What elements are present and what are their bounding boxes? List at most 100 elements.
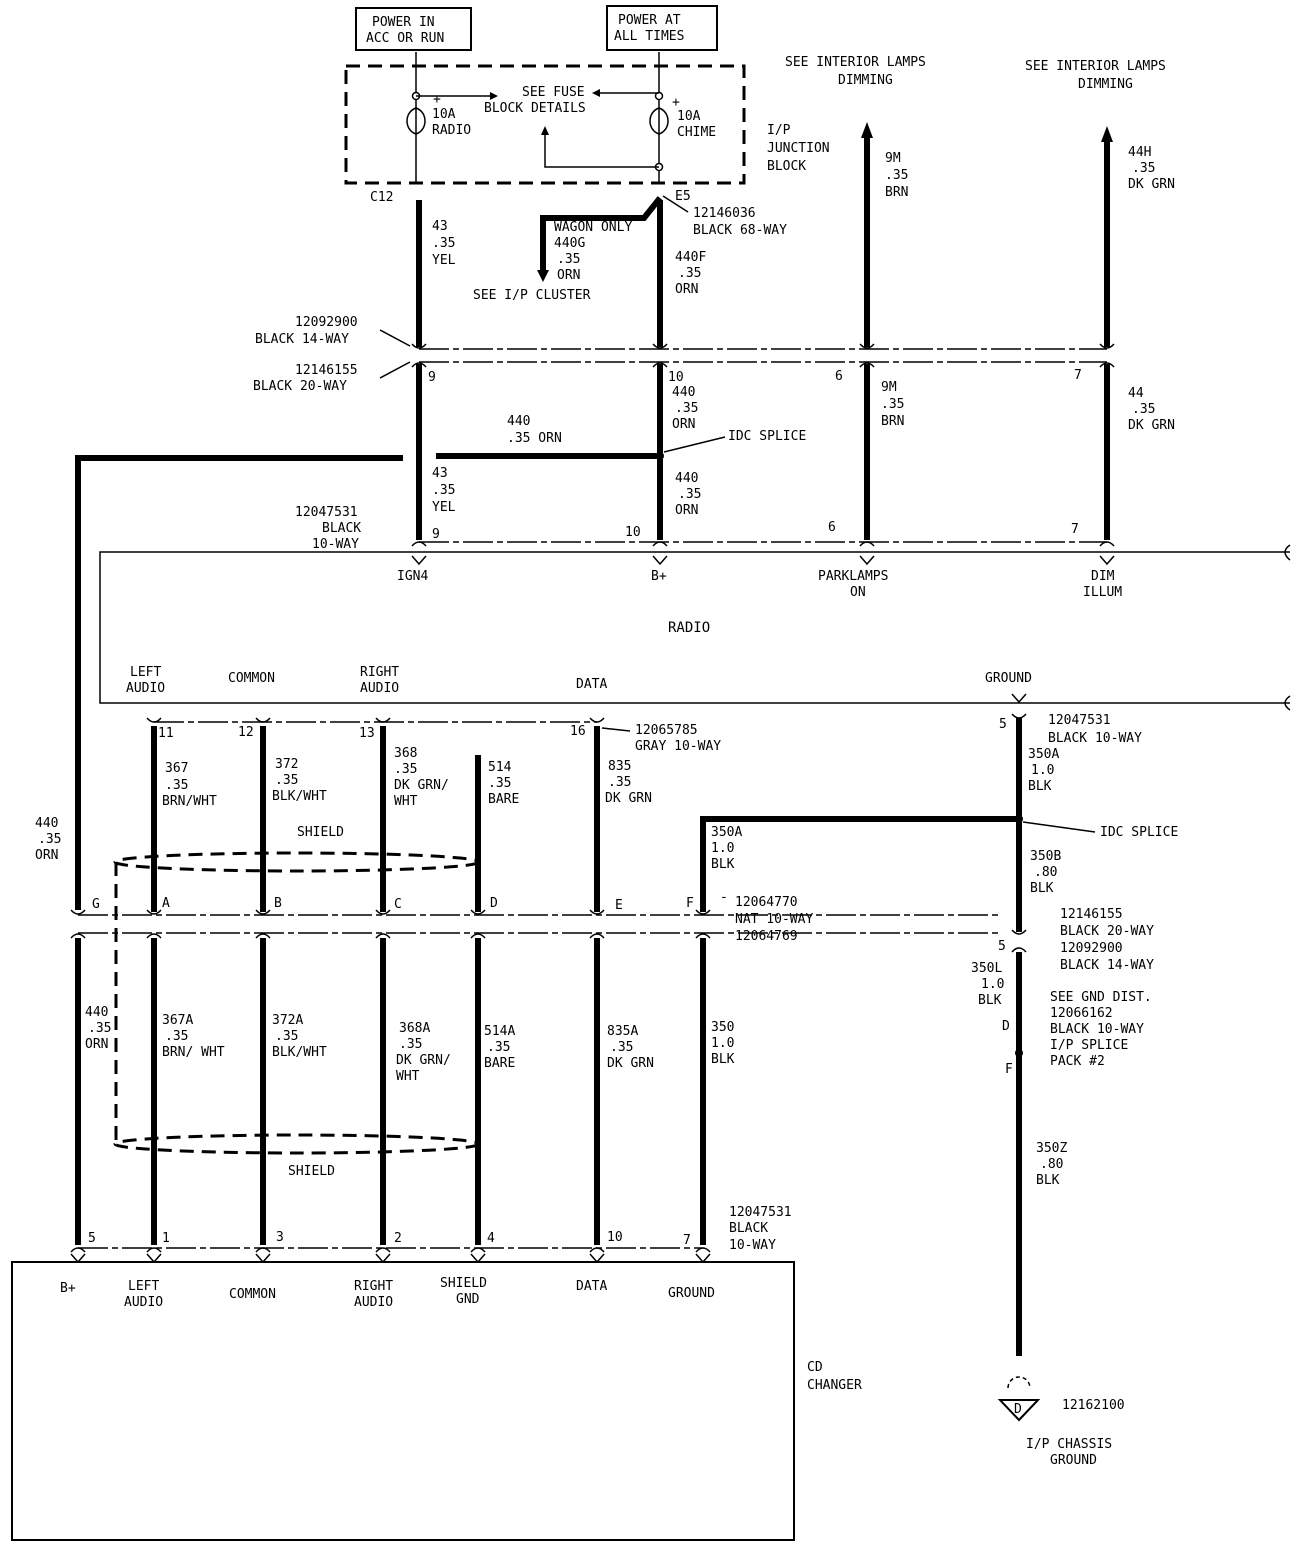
cd-pin-2: 2 (394, 1231, 402, 1246)
svg-text:BLACK 10-WAY: BLACK 10-WAY (1050, 1022, 1144, 1037)
see-ip-cluster: SEE I/P CLUSTER (473, 288, 591, 303)
svg-text:.80: .80 (1034, 865, 1057, 880)
svg-text:44: 44 (1128, 386, 1144, 401)
svg-text:SEE GND DIST.: SEE GND DIST. (1050, 990, 1152, 1005)
cd-changer-outline (11, 1261, 795, 1541)
svg-text:440G: 440G (554, 236, 585, 251)
radio-term-illum: ILLUM (1083, 585, 1122, 600)
fuse-radio-plus: + (433, 92, 441, 107)
svg-text:1.0: 1.0 (711, 1036, 734, 1051)
cd-term-left-audio2: AUDIO (124, 1295, 163, 1310)
svg-text:BLK/WHT: BLK/WHT (272, 789, 327, 804)
wire-350a (700, 816, 1019, 912)
svg-text:.35: .35 (165, 1029, 188, 1044)
fuse-chime-symbol (649, 107, 669, 135)
splice-pin-d: D (1002, 1019, 1010, 1034)
radio-term-left-audio2: AUDIO (126, 681, 165, 696)
wire-368a-label: 368A .35 DK GRN/ WHT (396, 1021, 451, 1084)
svg-text:.35: .35 (885, 168, 908, 183)
svg-text:.35: .35 (394, 762, 417, 777)
interior-lamps-left-1: SEE INTERIOR LAMPS (785, 55, 926, 70)
pin-10-upper: 10 (668, 370, 684, 385)
svg-text:BLK: BLK (711, 1052, 735, 1067)
fuse-connector-type: BLACK 68-WAY (693, 223, 787, 238)
svg-text:350A: 350A (1028, 747, 1059, 762)
svg-text:367A: 367A (162, 1013, 193, 1028)
svg-text:NAT 10-WAY: NAT 10-WAY (735, 912, 813, 927)
svg-text:440F: 440F (675, 250, 706, 265)
svg-text:368: 368 (394, 746, 417, 761)
pin-13: 13 (359, 726, 375, 741)
svg-text:440: 440 (35, 816, 58, 831)
cd-term-shield: SHIELD (440, 1276, 487, 1291)
wire-350z-label: 350Z .80 BLK (1036, 1141, 1067, 1188)
cd-changer-title1: CD (807, 1360, 823, 1375)
svg-text:BLACK: BLACK (322, 521, 361, 536)
wire-9m-label: 9M .35 BRN (881, 380, 904, 429)
svg-text:BRN/ WHT: BRN/ WHT (162, 1045, 225, 1060)
inline-pin-b: B (274, 896, 282, 911)
svg-text:BLACK 20-WAY: BLACK 20-WAY (1060, 924, 1154, 939)
wire-350a-left-label: 350A 1.0 BLK (711, 825, 742, 872)
shield-bottom-label: SHIELD (288, 1164, 335, 1179)
inline-pin-g: G (92, 897, 100, 912)
idc-splice-upper (656, 452, 664, 460)
svg-text:DK GRN/: DK GRN/ (394, 778, 449, 793)
see-fuse-line2: BLOCK DETAILS (484, 101, 586, 116)
svg-text:ORN: ORN (675, 503, 698, 518)
inline-pin-f: F (686, 896, 694, 911)
svg-text:BLK: BLK (978, 993, 1002, 1008)
svg-text:GRAY 10-WAY: GRAY 10-WAY (635, 739, 721, 754)
svg-text:.35: .35 (88, 1021, 111, 1036)
svg-text:.35: .35 (675, 401, 698, 416)
ground-label-2: GROUND (1050, 1453, 1097, 1468)
radio-term-data: DATA (576, 677, 607, 692)
svg-text:350: 350 (711, 1020, 734, 1035)
svg-text:.35: .35 (557, 252, 580, 267)
svg-text:12047531: 12047531 (295, 505, 358, 520)
power-all-times-box: POWER AT ALL TIMES (606, 5, 718, 51)
pin-7-radio: 7 (1071, 522, 1079, 537)
inline-dash: - (720, 890, 728, 905)
radio-term-bplus: B+ (651, 569, 667, 584)
radio-term-ground: GROUND (985, 671, 1032, 686)
cd-term-common: COMMON (229, 1287, 276, 1302)
svg-text:.35: .35 (432, 483, 455, 498)
fuse-connector-id: 12146036 (693, 206, 756, 221)
wire-440-left-label: 440 .35 ORN (35, 816, 61, 863)
wire-835a-label: 835A .35 DK GRN (607, 1024, 654, 1071)
wire-44-label: 44 .35 DK GRN (1128, 386, 1175, 433)
radio-title: RADIO (668, 620, 710, 636)
c20-id: 12146155 (295, 363, 358, 378)
cd-pin-4: 4 (487, 1231, 495, 1246)
power-acc-run-line2: ACC OR RUN (366, 31, 444, 46)
svg-text:ORN: ORN (557, 268, 580, 283)
idc-splice-lower (1015, 815, 1023, 823)
connector-14-20-way: 12092900 BLACK 14-WAY 12146155 BLACK 20-… (253, 315, 1115, 394)
radio-term-left-audio: LEFT (130, 665, 161, 680)
svg-text:43: 43 (432, 219, 448, 234)
svg-text:514: 514 (488, 760, 512, 775)
svg-text:1.0: 1.0 (981, 977, 1004, 992)
shield-bottom-ellipse (113, 1133, 481, 1155)
c14-id: 12092900 (295, 315, 358, 330)
cd-pin-1: 1 (162, 1231, 170, 1246)
inline-pin-a: A (162, 896, 170, 911)
fuse-radio-symbol (406, 107, 426, 135)
fuse-chime-name: CHIME (677, 125, 716, 140)
svg-text:BLK: BLK (1030, 881, 1054, 896)
svg-text:DK GRN/: DK GRN/ (396, 1053, 451, 1068)
interior-lamps-left-2: DIMMING (838, 73, 893, 88)
svg-text:12146155: 12146155 (1060, 907, 1123, 922)
svg-text:372A: 372A (272, 1013, 303, 1028)
pin-5-radio: 5 (999, 717, 1007, 732)
svg-text:BLK: BLK (1036, 1173, 1060, 1188)
wire-350a-top-label: 350A 1.0 BLK (1028, 747, 1059, 794)
svg-text:.35: .35 (165, 778, 188, 793)
svg-text:BLK/WHT: BLK/WHT (272, 1045, 327, 1060)
svg-text:440: 440 (507, 414, 530, 429)
splice-pack-dot (1015, 1049, 1023, 1057)
svg-text:10-WAY: 10-WAY (312, 537, 359, 552)
svg-text:.35: .35 (881, 397, 904, 412)
idc-splice-upper-label: IDC SPLICE (728, 429, 806, 444)
